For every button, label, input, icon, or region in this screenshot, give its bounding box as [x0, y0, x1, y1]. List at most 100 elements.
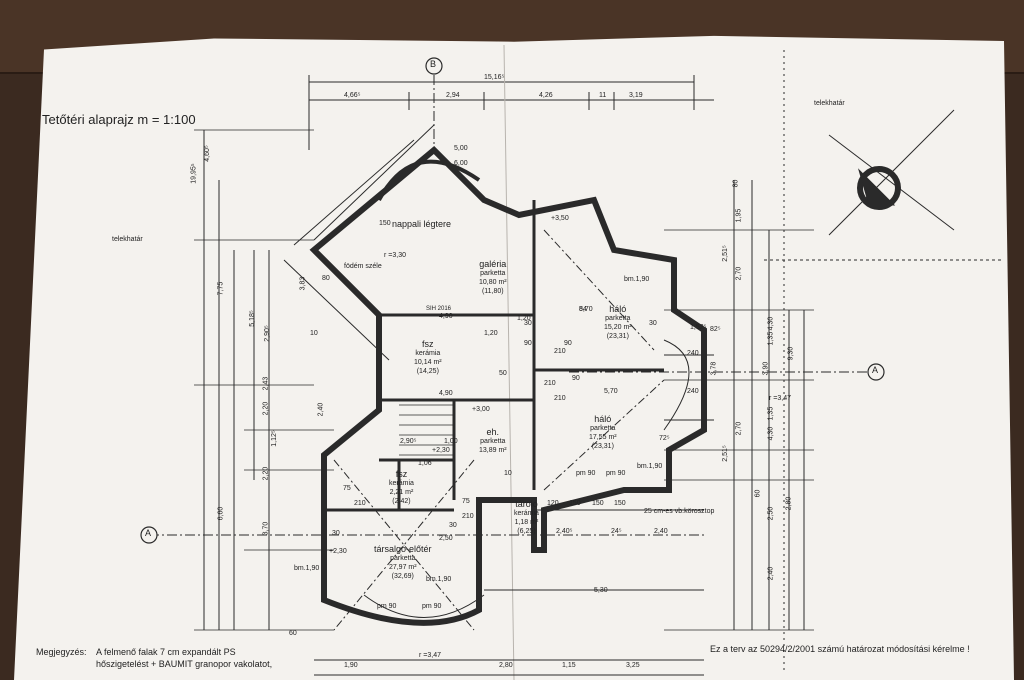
dimension-label: +2,30 — [432, 447, 450, 454]
dimension-label: 4,26 — [539, 92, 553, 99]
room-area: 10,80 m² — [479, 279, 507, 286]
wood-plank — [0, 0, 1024, 38]
room-label: nappali légtere — [392, 220, 451, 229]
room-name: fsz — [422, 339, 434, 349]
dimension-label: 2,51⁵ — [721, 245, 729, 262]
room-name: nappali légtere — [392, 219, 452, 229]
dimension-label: 6,00 — [454, 160, 468, 167]
dimension-label: 80 — [322, 275, 330, 282]
slab-edge-label: födém széle — [344, 263, 382, 270]
dimension-label: 2,40 — [654, 528, 668, 535]
dimension-label: 1,15 — [562, 662, 576, 669]
plot-boundary-label: telekhatár — [814, 100, 845, 107]
dimension-label: 2,40 — [317, 402, 325, 417]
dimension-label: 2,94 — [446, 92, 460, 99]
dimension-label: 210 — [554, 348, 566, 355]
dimension-label: 24⁵ — [611, 528, 622, 535]
dimension-label: 1,20 — [484, 330, 498, 337]
dimension-label: 240 — [687, 388, 699, 395]
dimension-label: 1,52⁵ — [690, 324, 707, 331]
dimension-label: 90 — [564, 340, 572, 347]
dimension-label: bm.1,90 — [624, 276, 650, 283]
north-arrow — [828, 109, 955, 236]
dimension-label: 90 — [572, 375, 580, 382]
dimension-label: 150 — [569, 500, 581, 507]
dimension-label: 2,80 — [785, 496, 793, 511]
radius-label: r =3,47 — [769, 395, 791, 402]
dimension-label: 4,30 — [767, 316, 775, 331]
dimension-label: pm 90 — [377, 603, 397, 610]
dimension-label: 2,90⁵ — [400, 438, 417, 445]
room-name: társalgó-előtér — [374, 544, 432, 554]
room-name: fsz — [395, 469, 408, 479]
dimension-label: +3,50 — [551, 215, 569, 222]
dimension-label: +2,30 — [329, 548, 347, 555]
dimension-label: 5,00 — [454, 145, 468, 152]
dimension-label: 19,95⁵ — [190, 163, 198, 184]
dimension-label: 30 — [649, 320, 657, 327]
dimension-label: 10 — [310, 330, 318, 337]
dimension-label: 9,30 — [787, 346, 795, 361]
floor-plan-drawing — [140, 44, 1004, 680]
dimension-label: bm.1,90 — [426, 576, 452, 583]
dimension-label: 1,95 — [735, 208, 743, 223]
room-name: galéria — [479, 259, 507, 269]
dimension-label: 4,60⁵ — [203, 145, 211, 162]
dimension-label: 2,20 — [262, 466, 270, 481]
dimension-label: 6,60 — [217, 506, 225, 521]
axis-a-marker: A — [145, 528, 152, 538]
dimension-label: 2,70 — [735, 266, 743, 281]
dimension-label: 3,90 — [762, 361, 770, 376]
room-perimeter: (14,25) — [416, 368, 439, 375]
dimension-label: 5,18⁵ — [248, 310, 256, 327]
sih-label: SIH 2016 — [426, 306, 452, 312]
note-line: hőszigetelést + BAUMIT granopor vakolato… — [96, 659, 273, 669]
room-perimeter: (23,31) — [591, 443, 614, 450]
dimension-label: 2,40 — [767, 566, 775, 581]
dimension-label: 210 — [354, 500, 366, 507]
dimension-label: 2,51⁵ — [721, 445, 729, 462]
dimension-label: 3,83 — [299, 276, 307, 291]
radius-label: r =3,30 — [384, 252, 406, 259]
room-name: háló — [609, 304, 627, 314]
dimension-label: 50 — [499, 370, 507, 377]
dimension-label: 90 — [524, 340, 532, 347]
room-floor: parketta — [605, 315, 631, 322]
dimension-label: +3,00 — [472, 406, 490, 413]
dimension-label: 150 — [592, 500, 604, 507]
dimension-label: 120 — [547, 500, 559, 507]
dimension-label: 1,20 — [517, 315, 531, 322]
dimension-label: 5,70 — [579, 306, 593, 313]
room-area: 27,97 m² — [388, 564, 417, 571]
room-area: 13,89 m² — [479, 447, 507, 454]
plot-boundary-label: telekhatár — [112, 236, 143, 243]
dimension-label: 210 — [544, 380, 556, 387]
dimension-label: 3,19 — [629, 92, 643, 99]
note-label: Megjegyzés: — [36, 647, 87, 657]
room-area: 2,21 m² — [389, 489, 414, 496]
dimension-label: 3,78 — [710, 361, 718, 376]
dimension-label: 1,35 — [767, 406, 775, 421]
room-perimeter: (2,42) — [392, 498, 411, 505]
room-floor: kerámia — [514, 510, 539, 517]
dimension-label: 2,50 — [767, 506, 775, 521]
dimension-label: 2,80 — [499, 662, 513, 669]
dimension-label: 30 — [449, 522, 457, 529]
dimension-label: 2,90⁵ — [263, 325, 271, 342]
dimension-label: 4,90 — [439, 313, 453, 320]
dimension-label: pm 90 — [422, 603, 442, 610]
dimension-label: 210 — [462, 513, 474, 520]
dimension-label: 72⁵ — [659, 435, 670, 442]
dimension-label: bm.1,90 — [294, 565, 320, 572]
dimension-label: 75 — [343, 485, 351, 492]
dimension-label: 80 — [732, 179, 740, 188]
axis-a-marker: A — [872, 365, 879, 375]
dimension-label: 3,70 — [262, 521, 270, 536]
dimension-label: 60 — [289, 630, 297, 637]
dimension-label: 75 — [462, 498, 470, 505]
room-perimeter: (6,25) — [517, 528, 536, 535]
